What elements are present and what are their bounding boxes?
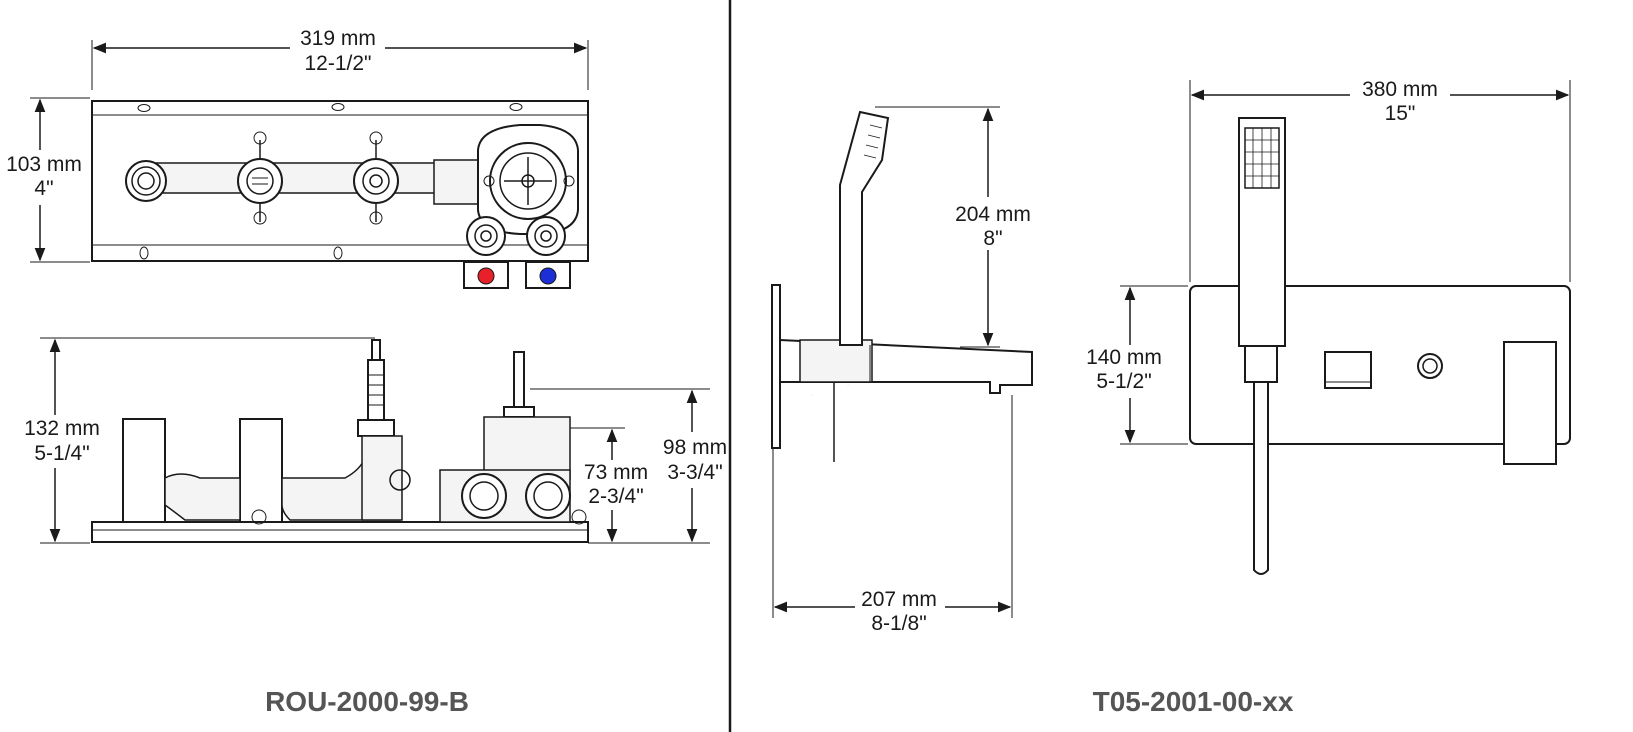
top-width-in: 12-1/2" (305, 52, 372, 75)
side-height-in: 5-1/4" (34, 442, 89, 465)
trim-front-view: 380 mm 15" 140 mm 5-1/2" (1086, 78, 1571, 575)
top-height-in: 4" (34, 177, 53, 200)
side-outer-mm: 98 mm (663, 436, 727, 459)
left-model-title: ROU-2000-99-B (265, 686, 469, 717)
trim-side-view: 204 mm 8" 207 mm 8-1/8" (771, 106, 1033, 635)
trim-plate-height-mm: 140 mm (1086, 346, 1162, 369)
trim-plate-height-in: 5-1/2" (1096, 370, 1151, 393)
side-height-mm: 132 mm (24, 417, 100, 440)
trim-height-in: 8" (983, 227, 1002, 250)
top-height-mm: 103 mm (6, 153, 82, 176)
trim-width-mm: 380 mm (1362, 78, 1438, 101)
hot-indicator-icon (477, 267, 495, 285)
cold-indicator-icon (539, 267, 557, 285)
side-inner-in: 2-3/4" (588, 485, 643, 508)
trim-depth-in: 8-1/8" (871, 612, 926, 635)
trim-height-mm: 204 mm (955, 203, 1031, 226)
right-model-title: T05-2001-00-xx (1093, 686, 1294, 717)
trim-width-in: 15" (1385, 102, 1416, 125)
side-outer-in: 3-3/4" (667, 461, 722, 484)
rough-valve-side-view: 132 mm 5-1/4" 73 mm 2-3/4" 98 mm 3-3/4" (24, 337, 727, 544)
side-inner-mm: 73 mm (584, 461, 648, 484)
trim-depth-mm: 207 mm (861, 588, 937, 611)
rough-valve-top-view: 319 mm 12-1/2" 103 mm 4" (6, 27, 589, 289)
top-width-mm: 319 mm (300, 27, 376, 50)
